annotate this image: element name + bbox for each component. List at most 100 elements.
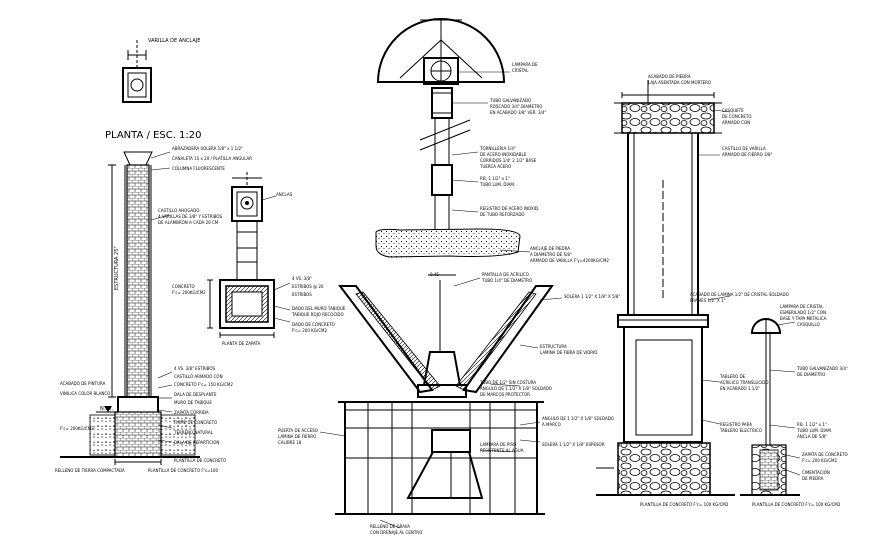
svg-text:ANCLAS: ANCLAS xyxy=(276,192,293,197)
svg-text:BASE Y TAPA METALICA: BASE Y TAPA METALICA xyxy=(780,316,827,321)
svg-text:DE CONCRETO: DE CONCRETO xyxy=(722,114,752,119)
svg-text:TABLERO DE: TABLERO DE xyxy=(719,374,746,379)
svg-text:F'c= 200KG/CM2: F'c= 200KG/CM2 xyxy=(60,426,94,431)
svg-text:CON DRENAJE AL CENTRO: CON DRENAJE AL CENTRO xyxy=(370,530,422,535)
svg-text:FRAMES 1/2" X 1": FRAMES 1/2" X 1" xyxy=(690,298,726,303)
svg-text:TUBO GALVANIZADO: TUBO GALVANIZADO xyxy=(489,98,531,103)
svg-text:ANGULO DE 1 1/2" X 1/8" SOLDAD: ANGULO DE 1 1/2" X 1/8" SOLDADO xyxy=(480,386,552,391)
svg-text:LAMPARA DE PISO: LAMPARA DE PISO xyxy=(480,442,516,447)
svg-text:F'c= 200 KG/CM2: F'c= 200 KG/CM2 xyxy=(802,458,837,463)
svg-text:LAMPARA DE: LAMPARA DE xyxy=(512,62,538,67)
svg-text:ESTRUCTURA: ESTRUCTURA xyxy=(540,344,567,349)
svg-text:F'c= 200KG/CM2: F'c= 200KG/CM2 xyxy=(172,290,206,295)
svg-text:TUBO 1/4" DE DIAMETRO: TUBO 1/4" DE DIAMETRO xyxy=(481,278,532,283)
svg-text:DE ACERO INOXIDABLE: DE ACERO INOXIDABLE xyxy=(480,152,527,157)
svg-text:REGISTRO DE ACERO INOXID.: REGISTRO DE ACERO INOXID. xyxy=(480,206,539,211)
svg-text:CANALETA 15 x 20 / PLATILLA AN: CANALETA 15 x 20 / PLATILLA ANGULAR xyxy=(172,156,252,161)
svg-text:DALA DE REPARTICION: DALA DE REPARTICION xyxy=(174,440,219,445)
svg-text:ANGULO DE 1 1/2" X 1/8" SOLDAD: ANGULO DE 1 1/2" X 1/8" SOLDADO xyxy=(542,416,614,421)
svg-text:VARILLA DE ANCLAJE: VARILLA DE ANCLAJE xyxy=(148,38,200,44)
svg-text:TORNILLERIA 1/4": TORNILLERIA 1/4" xyxy=(479,146,516,151)
pillar-base-stone xyxy=(617,442,711,496)
small-lamp-note-footing: PLANTILLA DE CONCRETO F'c= 100 KG/CM2 xyxy=(752,502,841,507)
svg-text:P.B. 1 1/2" x 1": P.B. 1 1/2" x 1" xyxy=(480,176,510,181)
svg-text:CONCRETO F'c= 150 KG/CM2: CONCRETO F'c= 150 KG/CM2 xyxy=(174,382,233,387)
svg-text:TUBO LUM. DIAM.: TUBO LUM. DIAM. xyxy=(479,182,515,187)
svg-text:COLUMNA FLUORESCENTE: COLUMNA FLUORESCENTE xyxy=(172,166,225,171)
svg-text:ZAPATA CORRIDA: ZAPATA CORRIDA xyxy=(174,410,209,415)
lamp-rock-base xyxy=(375,228,521,258)
svg-text:DE ALAMBRON A CADA 20 CM: DE ALAMBRON A CADA 20 CM xyxy=(158,220,219,225)
column-height-label: ESTRUCTURA 25" xyxy=(114,246,120,290)
svg-text:SOLERA 1 1/2" X 1/8" X 5/8": SOLERA 1 1/2" X 1/8" X 5/8" xyxy=(564,294,620,299)
svg-text:PLANTILLA DE CONCRETO: PLANTILLA DE CONCRETO xyxy=(174,458,226,463)
svg-text:PANTALLA DE ACRILICO: PANTALLA DE ACRILICO xyxy=(482,272,529,277)
svg-text:ESTRIBOS: ESTRIBOS xyxy=(292,292,312,297)
pillar-note-footing: PLANTILLA DE CONCRETO F'c= 100 KG/CM2 xyxy=(640,502,729,507)
svg-text:LAJA ASENTADA CON MORTERO: LAJA ASENTADA CON MORTERO xyxy=(648,80,711,85)
svg-text:SOLERA 1 1/2" X 1/8" ESPESOR: SOLERA 1 1/2" X 1/8" ESPESOR xyxy=(542,442,605,447)
svg-text:ACABADO DE LAMINA 1/2" DE CRIS: ACABADO DE LAMINA 1/2" DE CRISTAL SOLDAD… xyxy=(690,292,789,297)
svg-text:TUBO DE 1/2" SIN COSTURA: TUBO DE 1/2" SIN COSTURA xyxy=(479,380,536,385)
lamp-head-elevation: LAMPARA DE CRISTAL TUBO GALVANIZADO ROSC… xyxy=(375,18,609,263)
svg-text:CASQUETE: CASQUETE xyxy=(722,108,744,113)
svg-text:PLANTA DE ZAPATA: PLANTA DE ZAPATA xyxy=(222,341,261,346)
svg-text:CASQUILLO: CASQUILLO xyxy=(797,322,820,327)
svg-text:ACABADO DE PINTURA: ACABADO DE PINTURA xyxy=(60,381,106,386)
funnel-section: PANTALLA DE ACRILICO TUBO 1/4" DE DIAMET… xyxy=(278,272,620,535)
svg-text:4 VARILLAS DE 3/8" Y ESTRIBOS: 4 VARILLAS DE 3/8" Y ESTRIBOS xyxy=(158,214,223,219)
svg-text:CASTILLO DE VARILLA: CASTILLO DE VARILLA xyxy=(722,146,766,151)
footing-plan xyxy=(219,279,275,329)
svg-text:TABIQUE ROJO RECOCIDO: TABIQUE ROJO RECOCIDO xyxy=(291,312,344,317)
svg-text:ARMADO DE FIERRO 3/8": ARMADO DE FIERRO 3/8" xyxy=(722,152,773,157)
plan-scale-label: PLANTA / ESC. 1:20 xyxy=(105,130,202,141)
svg-text:RESISTENTE AL AGUA: RESISTENTE AL AGUA xyxy=(480,448,524,453)
svg-text:DE PIEDRA: DE PIEDRA xyxy=(802,476,824,481)
column-elevation: VARILLA DE ANCLAJE PLANTA / ESC. 1:20 ES… xyxy=(55,38,252,473)
svg-text:ARMADO CON: ARMADO CON xyxy=(722,120,750,125)
svg-text:CASTILLO ARMADO CON: CASTILLO ARMADO CON xyxy=(174,374,223,379)
svg-text:CONCRETO: CONCRETO xyxy=(172,284,195,289)
svg-text:DE TUBO REFORZADO: DE TUBO REFORZADO xyxy=(480,212,525,217)
svg-text:PLANTILLA DE CONCRETO F'c=100: PLANTILLA DE CONCRETO F'c=100 xyxy=(148,468,218,473)
svg-text:4 VS. 3/8": 4 VS. 3/8" xyxy=(292,276,312,281)
svg-text:CIMENTACION: CIMENTACION xyxy=(802,470,830,475)
svg-text:LAMPARA DE CRISTAL: LAMPARA DE CRISTAL xyxy=(780,304,824,309)
svg-text:VINILICA COLOR BLANCO: VINILICA COLOR BLANCO xyxy=(60,391,110,396)
svg-text:LAMINA DE FIERRO: LAMINA DE FIERRO xyxy=(278,434,316,439)
svg-text:CORRIDOS 1/4" 2 1/2" BASE: CORRIDOS 1/4" 2 1/2" BASE xyxy=(480,158,537,163)
svg-text:RELLENO DE GRAVA: RELLENO DE GRAVA xyxy=(370,524,410,529)
svg-text:MURO DE TABIQUE: MURO DE TABIQUE xyxy=(174,400,212,405)
pillar-elevation: ACABADO DE PIEDRA LAJA ASENTADA CON MORT… xyxy=(596,74,789,507)
svg-text:P.B. 1 1/2" x 1": P.B. 1 1/2" x 1" xyxy=(797,422,827,427)
pillar-cap-stone xyxy=(621,102,715,134)
svg-text:CASTILLO AHOGADO: CASTILLO AHOGADO xyxy=(158,208,199,213)
svg-text:FIRME DE CONCRETO: FIRME DE CONCRETO xyxy=(174,420,217,425)
svg-text:EN ACABADO 3/8" VER. 3/4": EN ACABADO 3/8" VER. 3/4" xyxy=(490,110,546,115)
svg-text:PUERTA DE ACCESO: PUERTA DE ACCESO xyxy=(278,428,318,433)
svg-text:RELLENO DE TIERRA COMPACTADA: RELLENO DE TIERRA COMPACTADA xyxy=(55,468,125,473)
svg-text:ANCLAJE DE PIEDRA: ANCLAJE DE PIEDRA xyxy=(530,246,570,251)
svg-text:DE DIAMETRO: DE DIAMETRO xyxy=(797,372,825,377)
svg-text:A MARCO: A MARCO xyxy=(542,422,561,427)
svg-text:0.45: 0.45 xyxy=(430,272,439,277)
svg-text:ARMADO DE VARILLA F'y=4200KG/C: ARMADO DE VARILLA F'y=4200KG/CM2 xyxy=(530,258,609,263)
svg-text:ANCLA DE 5/8": ANCLA DE 5/8" xyxy=(797,434,827,439)
svg-text:ACABADO DE PIEDRA: ACABADO DE PIEDRA xyxy=(648,74,691,79)
svg-text:DADO DEL MURO TABIQUE: DADO DEL MURO TABIQUE xyxy=(292,306,346,311)
svg-text:ACRILICO TRANSLUCIDO: ACRILICO TRANSLUCIDO xyxy=(720,380,769,385)
svg-text:ABRAZADERA SOLERA 1/8" x 1 1/2: ABRAZADERA SOLERA 1/8" x 1 1/2" xyxy=(172,146,243,151)
svg-text:ROSCADO 3/4" DIAMETRO: ROSCADO 3/4" DIAMETRO xyxy=(490,104,542,109)
svg-text:DALA DE DESPLANTE: DALA DE DESPLANTE xyxy=(174,392,217,397)
svg-text:EN ACABADO 1 1/2": EN ACABADO 1 1/2" xyxy=(720,386,760,391)
svg-text:A DIAMETRO DE 5/8": A DIAMETRO DE 5/8" xyxy=(530,252,572,257)
svg-text:TERRENO NATURAL: TERRENO NATURAL xyxy=(173,430,214,435)
svg-text:TABLERO ELECTRICO: TABLERO ELECTRICO xyxy=(719,428,762,433)
footing-detail: ANCLAS 4 VS. 3/8" ESTRIBOS @ 20 ESTRIBOS… xyxy=(172,172,346,346)
svg-text:ESTRIBOS @ 20: ESTRIBOS @ 20 xyxy=(292,284,324,289)
svg-text:ESMERILADO 1/2" CON: ESMERILADO 1/2" CON xyxy=(780,310,826,315)
svg-text:REGISTRO PARA: REGISTRO PARA xyxy=(720,422,752,427)
svg-text:4 VS. 3/8" ESTRIBOS: 4 VS. 3/8" ESTRIBOS xyxy=(174,366,215,371)
svg-text:TUERCA ACERO: TUERCA ACERO xyxy=(479,164,511,169)
